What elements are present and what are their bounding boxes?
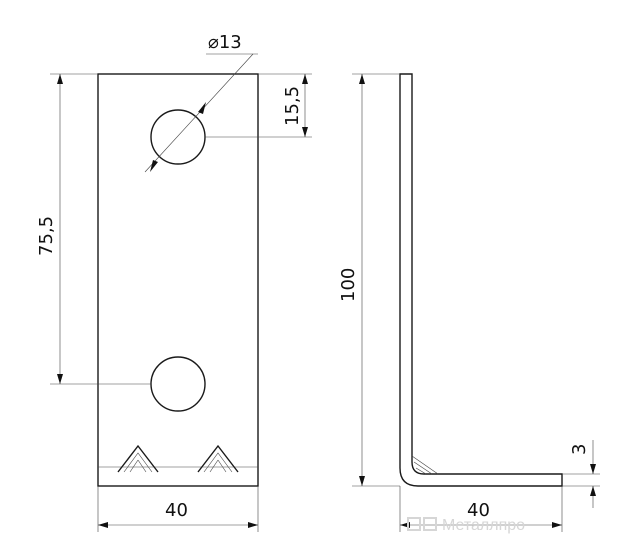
leg-length-dimension: 40 <box>399 486 563 532</box>
front-view: ⌀13 15,5 75,5 40 <box>36 32 312 532</box>
angle-profile <box>399 73 563 487</box>
watermark-logo-icon <box>407 517 421 531</box>
watermark: Металлпро <box>407 517 525 534</box>
top-offset-dimension: 15,5 <box>205 73 312 138</box>
thickness-dimension: 3 <box>562 440 600 508</box>
stiffener-rib-right <box>197 444 239 473</box>
upper-hole <box>150 109 206 165</box>
height-dimension: 100 <box>338 73 400 487</box>
lower-hole <box>150 356 206 412</box>
plate-outline <box>97 73 259 487</box>
dim-thickness: 3 <box>569 444 590 455</box>
watermark-text: Металлпро <box>442 517 525 534</box>
dim-leg-length: 40 <box>467 500 490 521</box>
dim-hole-diameter: ⌀13 <box>208 32 242 53</box>
dim-hole-spacing: 75,5 <box>36 216 57 256</box>
bend-stiffener <box>411 455 439 475</box>
dim-height: 100 <box>338 268 359 302</box>
diameter-dimension: ⌀13 <box>144 32 258 173</box>
watermark-logo-icon-part <box>423 517 437 531</box>
hole-spacing-dimension: 75,5 <box>36 73 151 385</box>
dim-width: 40 <box>165 500 188 521</box>
stiffener-rib-left <box>117 444 159 473</box>
width-dimension: 40 <box>97 486 259 532</box>
side-view: 100 3 40 <box>338 73 600 532</box>
dim-top-offset: 15,5 <box>282 86 303 126</box>
